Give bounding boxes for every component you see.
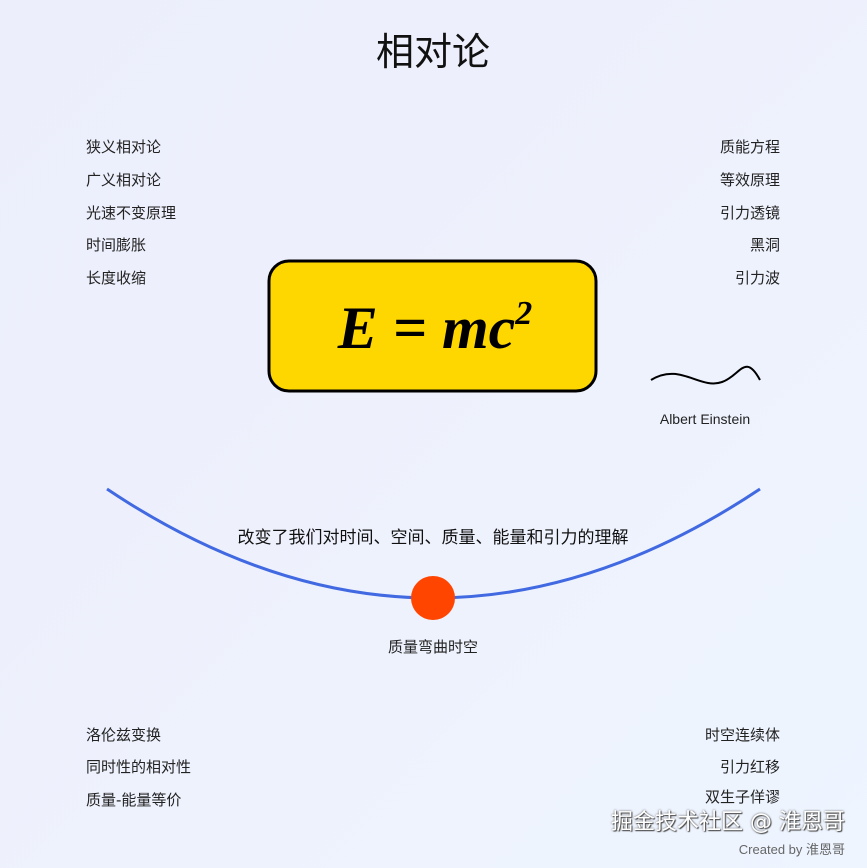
list-item: 双生子佯谬 [705, 788, 780, 806]
mass-circle [411, 576, 455, 620]
credit-text: Created by 淮恩哥 [738, 842, 845, 857]
formula-box [267, 259, 598, 393]
list-item: 广义相对论 [86, 171, 161, 189]
list-item: 等效原理 [720, 171, 780, 189]
list-item: 引力波 [735, 269, 780, 287]
list-item: 时空连续体 [705, 726, 780, 744]
list-item: 光速不变原理 [86, 204, 176, 222]
list-item: 狭义相对论 [86, 138, 161, 156]
formula: E = mc2 [337, 295, 533, 361]
curve-caption: 改变了我们对时间、空间、质量、能量和引力的理解 [238, 528, 629, 548]
list-item: 时间膨胀 [86, 236, 146, 254]
list-item: 引力红移 [720, 758, 780, 776]
list-item: 质量-能量等价 [86, 791, 181, 809]
list-item: 洛伦兹变换 [86, 726, 161, 744]
signature-label: Albert Einstein [660, 411, 750, 427]
watermark: 掘金技术社区 @ 淮恩哥 [611, 810, 845, 835]
list-item: 引力透镜 [720, 204, 780, 222]
mass-caption: 质量弯曲时空 [388, 638, 478, 656]
right-top-list: 质能方程 等效原理 引力透镜 黑洞 引力波 [720, 138, 780, 287]
page-title: 相对论 [376, 30, 490, 74]
signature-squiggle-icon [650, 365, 761, 385]
list-item: 黑洞 [750, 236, 780, 254]
list-item: 长度收缩 [86, 269, 146, 287]
list-item: 同时性的相对性 [86, 758, 191, 776]
right-bottom-list: 时空连续体 引力红移 双生子佯谬 [705, 726, 780, 806]
left-bottom-list: 洛伦兹变换 同时性的相对性 质量-能量等价 [86, 726, 191, 809]
left-top-list: 狭义相对论 广义相对论 光速不变原理 时间膨胀 长度收缩 [86, 138, 176, 287]
list-item: 质能方程 [720, 138, 780, 156]
